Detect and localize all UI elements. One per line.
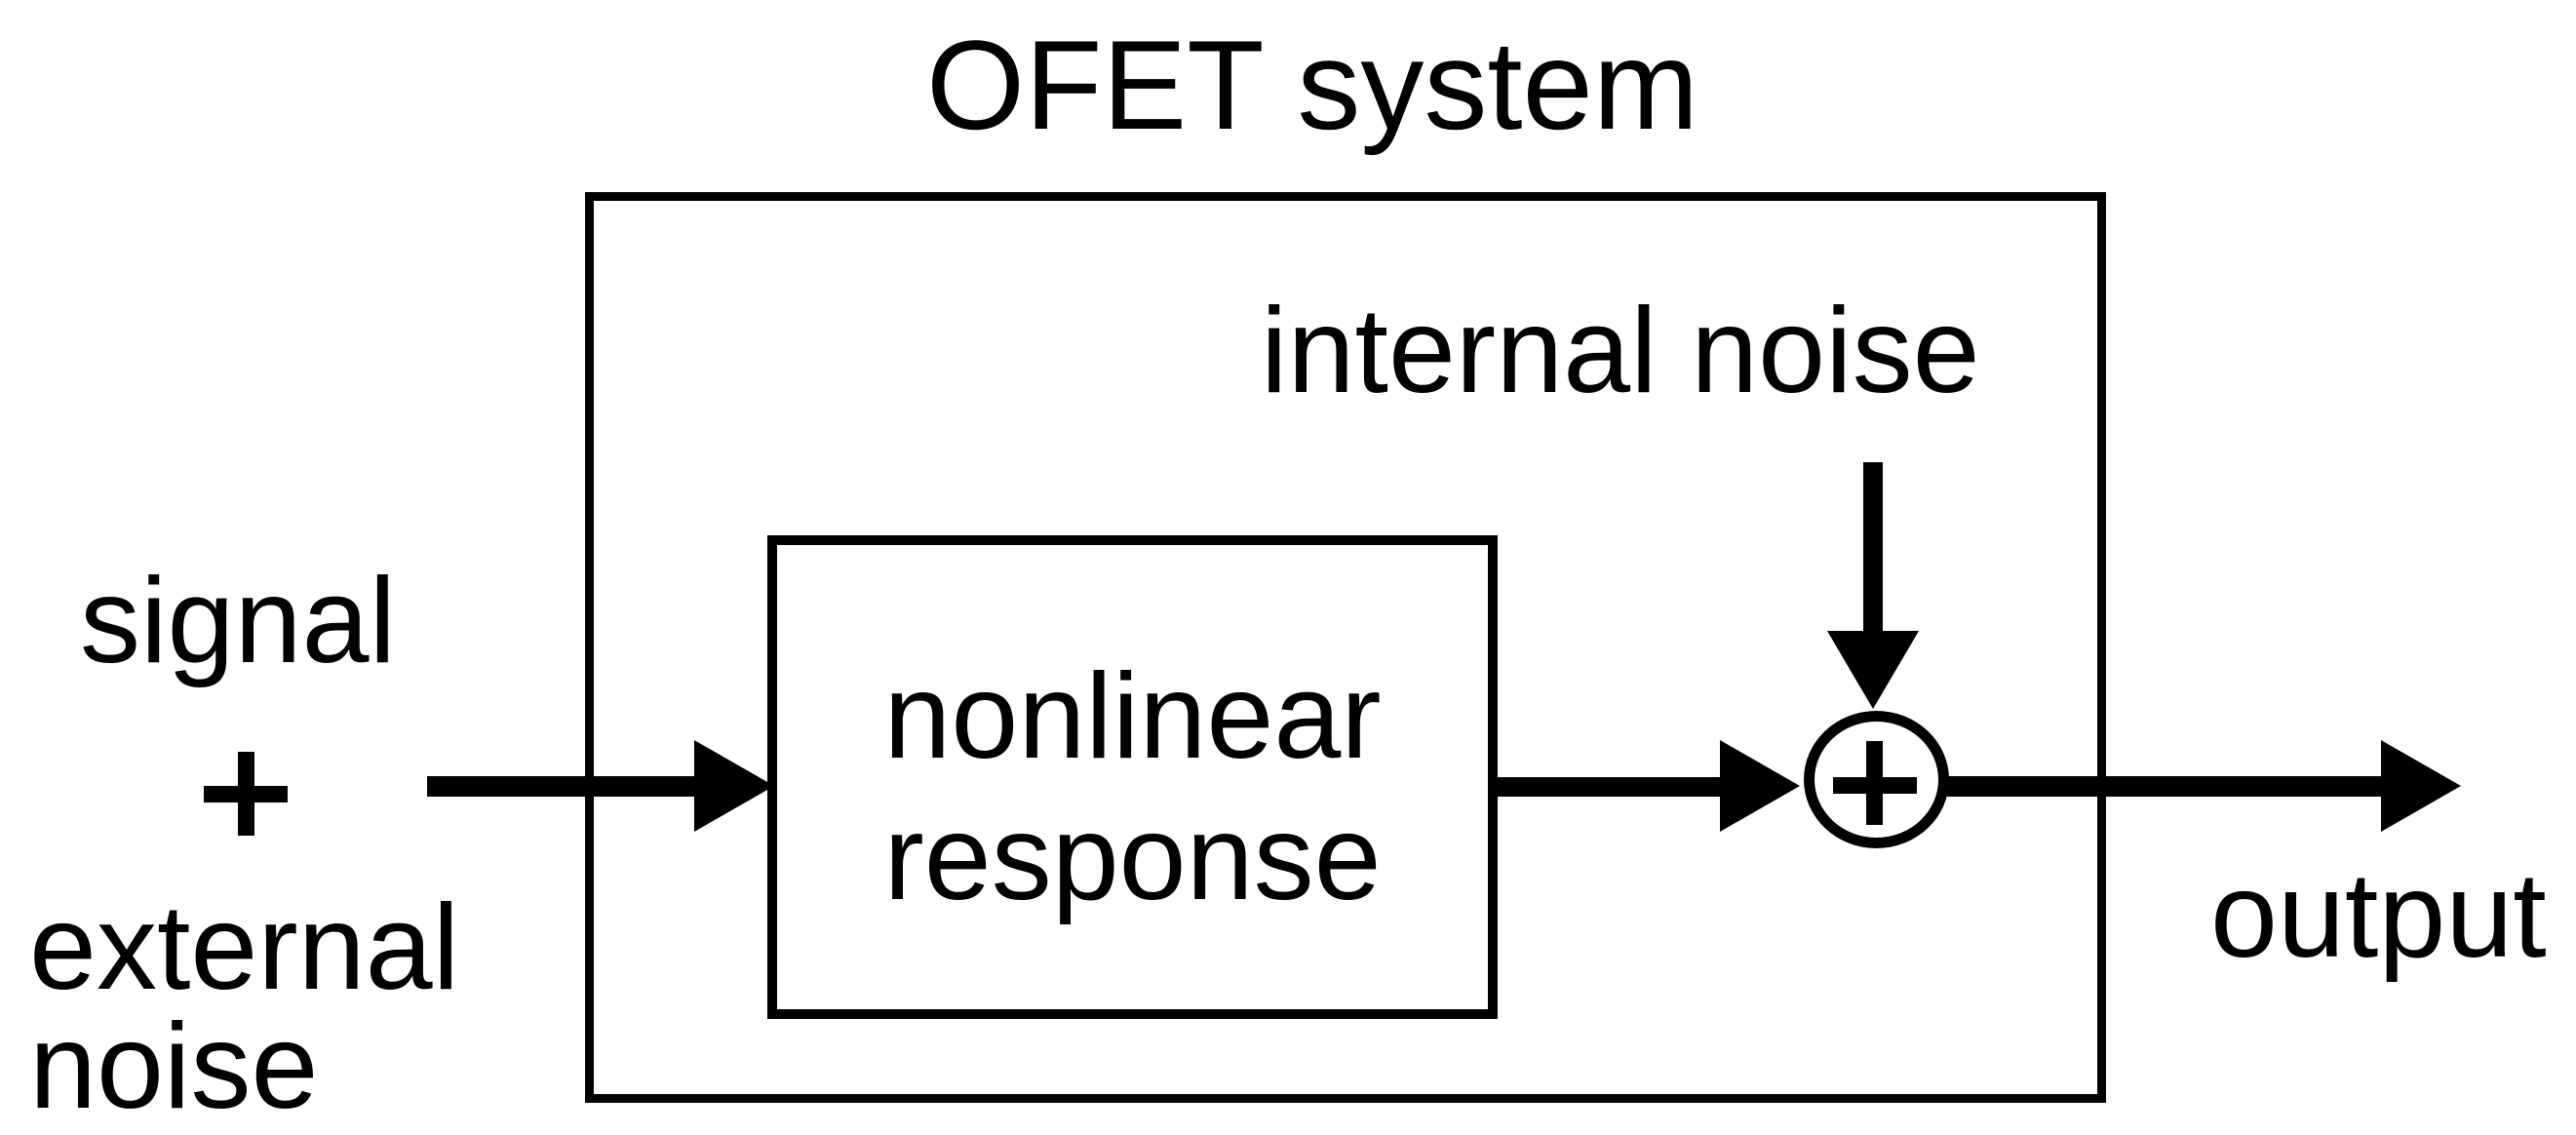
input-label-external: external [29, 881, 460, 1015]
plus-operator-vbar [238, 752, 254, 836]
summing-junction [1804, 711, 1949, 848]
output-arrow-line [1947, 776, 2386, 797]
nonlinear-response-label-line2-wrap: response [767, 798, 1498, 919]
nonlinear-response-label-line1: nonlinear [883, 649, 1382, 784]
input-arrowhead-icon [694, 740, 774, 832]
internal-noise-arrowhead-icon [1827, 631, 1919, 709]
block-to-sum-arrow-line [1498, 777, 1732, 797]
nonlinear-response-label-line2: response [883, 791, 1382, 925]
ofet-system-box [585, 192, 2106, 1103]
input-label-signal: signal [80, 554, 396, 688]
nonlinear-response-label-line1-wrap: nonlinear [767, 656, 1498, 777]
input-arrow-line [427, 776, 710, 797]
output-arrowhead-icon [2381, 740, 2461, 832]
internal-noise-label: internal noise [1261, 284, 1980, 418]
block-to-sum-arrowhead-icon [1720, 740, 1800, 832]
diagram-title: OFET system [926, 14, 1699, 156]
output-label: output [2210, 848, 2547, 983]
summing-junction-plus-vbar [1866, 741, 1883, 825]
input-label-noise: noise [29, 999, 319, 1134]
internal-noise-arrow-line [1863, 462, 1883, 647]
